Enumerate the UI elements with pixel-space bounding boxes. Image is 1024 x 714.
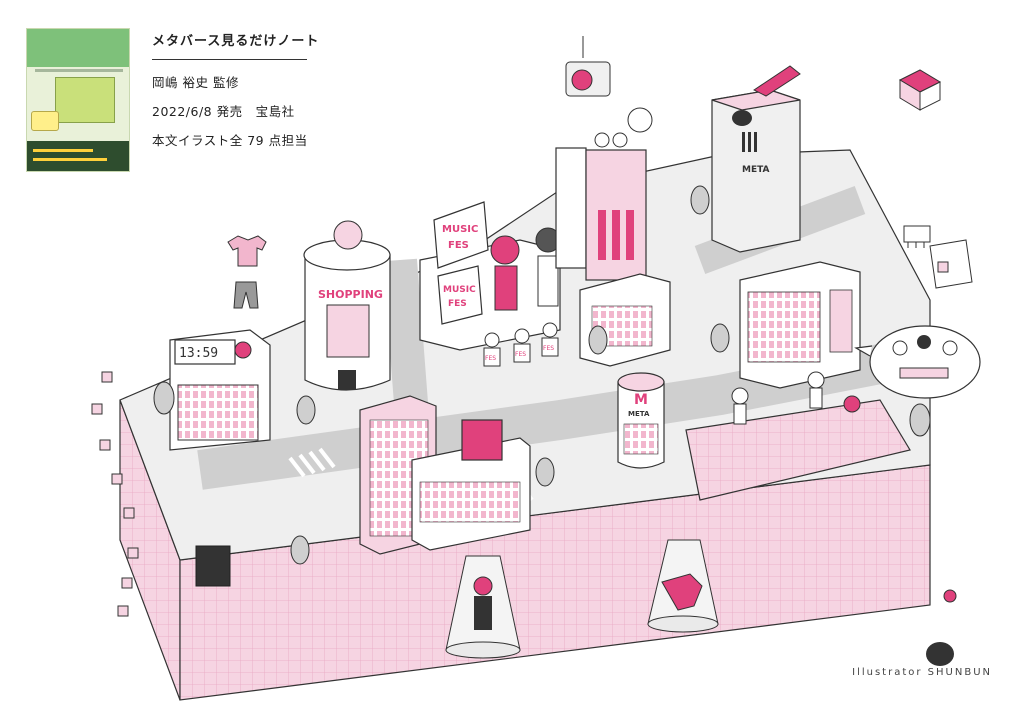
book-cover-thumbnail [26,28,130,172]
music-fes-stage: MUSIC FES MUSIC FES [419,201,561,351]
floating-pixels [91,371,139,617]
baseball-glove-icon [926,589,957,666]
spotlight-businessman [445,555,521,659]
cover-strip-line [33,149,93,152]
illustrator-credit: Illustrator SHUNBUN [852,667,992,678]
signal-device-icon [565,36,611,97]
book-title: メタバース見るだけノート [152,34,320,49]
fes-crowd: FES FES FES [483,322,559,367]
meta-tower: META [711,65,801,253]
shopping-mall: SHOPPING [303,220,391,391]
title-underline [152,59,307,60]
cover-illustration [55,77,115,123]
cover-strip-line [33,158,107,161]
fes-shirt-text: FES [485,355,496,362]
book-illustrations: 本文イラスト全 79 点担当 [152,133,308,148]
clock-display: 13:59 [179,346,218,361]
shopping-sign: SHOPPING [318,288,383,301]
meeting-bubble [854,325,981,399]
cover-price-badge [31,111,59,131]
document-icon [929,239,973,289]
music-sign-1: MUSIC [442,224,478,235]
baseball-field [685,371,911,501]
office-building-right [739,261,861,389]
m-logo: M [634,392,648,408]
fes-sign-1: FES [448,240,469,251]
ballot-box [195,545,231,587]
book-release: 2022/6/8 発売 宝島社 [152,104,295,119]
clock-building: 13:59 [169,329,271,451]
tree-group [153,185,931,565]
fes-sign-2: FES [448,299,467,309]
tshirt-icon [227,235,267,267]
striped-tower [555,107,653,281]
meta-round-sign: META [628,410,650,418]
meta-tower-sign: META [742,165,770,175]
book-info: メタバース見るだけノート 岡嶋 裕史 監修 2022/6/8 発売 宝島社 本文… [152,30,472,159]
meta-round-building: M META [617,372,665,469]
fes-shirt-text: FES [543,345,554,352]
music-sign-2: MUSIC [443,285,476,295]
cover-bottom-band [27,141,129,171]
cover-header-band [27,29,129,67]
central-white-building [411,419,531,551]
book-supervisor: 岡嶋 裕史 監修 [152,75,239,90]
spotlight-dinosaur [647,539,719,633]
pants-icon [233,281,259,309]
floating-box-icon [898,69,942,111]
fes-shirt-text: FES [515,351,526,358]
chip-icon [903,225,931,248]
cover-decoration-line [35,69,123,72]
